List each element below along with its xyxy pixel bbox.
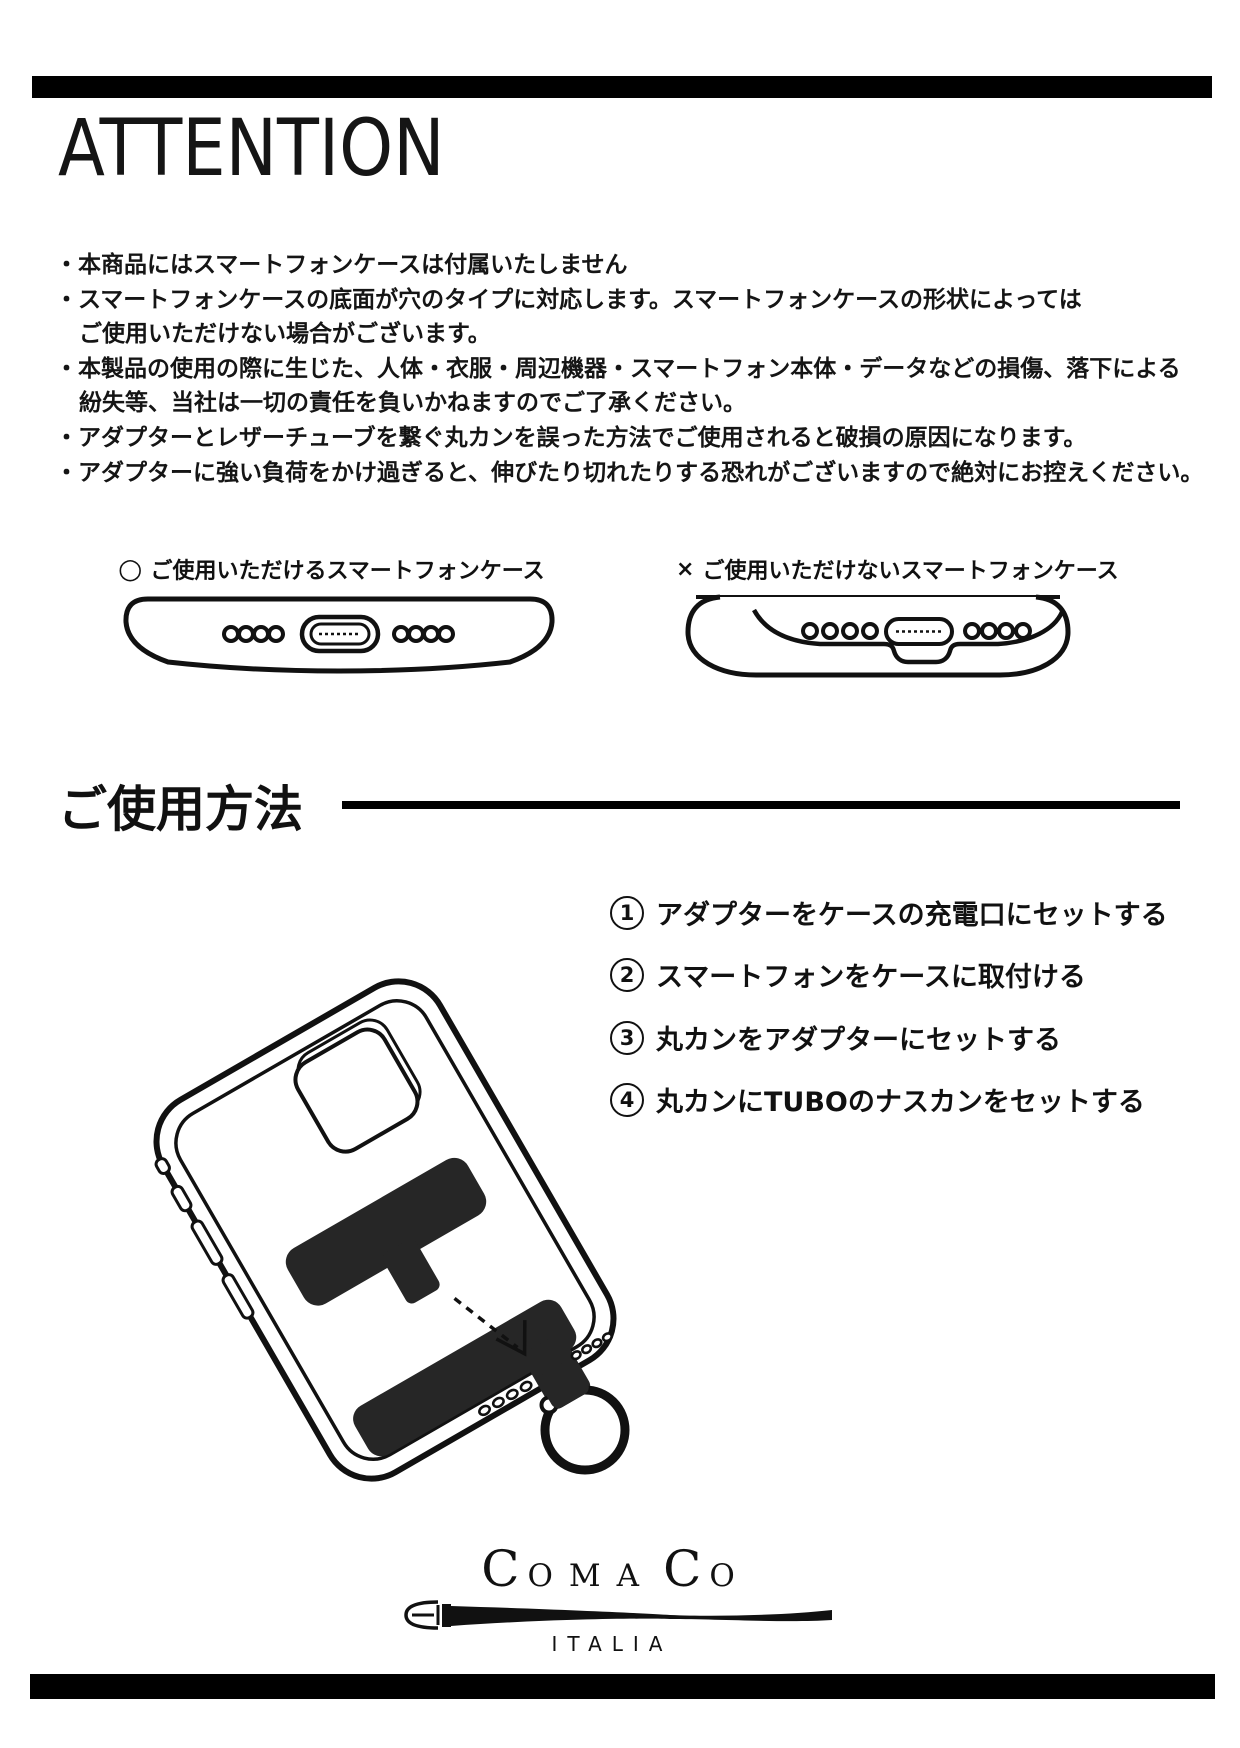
- attention-bullet-continuation: 紛失等、当社は一切の責任を負いかねますのでご了承ください。: [79, 390, 746, 417]
- bottom-divider-bar: [30, 1674, 1215, 1699]
- belt-icon: [404, 1600, 832, 1630]
- usage-heading-rule: [342, 801, 1180, 809]
- attention-bullet: ・本商品にはスマートフォンケースは付属いたしません: [55, 252, 628, 278]
- step-number-circle: 2: [610, 957, 644, 992]
- attention-bullet: ・本製品の使用の際に生じた、人体・衣服・周辺機器・スマートフォン本体・データなど…: [55, 355, 1181, 382]
- usage-step-1: 1 アダプターをケースの充電口にセットする: [610, 893, 1168, 932]
- logo-country-text: ITALIA: [551, 1632, 673, 1656]
- top-divider-bar: [32, 76, 1212, 98]
- unusable-case-label-text: ご使用いただけないスマートフォンケース: [702, 559, 1119, 584]
- logo-letters: OMA: [527, 1558, 656, 1594]
- circle-ok-icon: ○: [118, 552, 143, 585]
- step-text: 丸カンにTUBOのナスカンをセットする: [656, 1087, 1145, 1118]
- attention-bullet: ・スマートフォンケースの底面が穴のタイプに対応します。スマートフォンケースの形状…: [55, 286, 1082, 313]
- step-text: アダプターをケースの充電口にセットする: [656, 900, 1168, 931]
- unusable-case-label: × ご使用いただけないスマートフォンケース: [676, 553, 1119, 585]
- usage-section-heading: ご使用方法: [58, 781, 304, 838]
- cross-ng-icon: ×: [676, 556, 695, 582]
- attention-bullet-continuation: ご使用いただけない場合がございます。: [79, 321, 491, 348]
- usable-case-label: ○ ご使用いただけるスマートフォンケース: [118, 553, 545, 585]
- step-text: 丸カンをアダプターにセットする: [656, 1025, 1061, 1056]
- unusable-case-diagram: [685, 594, 1071, 678]
- phone-case-adapter-diagram: [153, 978, 630, 1482]
- attention-notes: ・本商品にはスマートフォンケースは付属いたしません ・スマートフォンケースの底面…: [55, 248, 1205, 490]
- step-number-circle: 3: [610, 1020, 644, 1055]
- usage-step-2: 2 スマートフォンをケースに取付ける: [610, 955, 1086, 994]
- page-title: ATTENTION: [58, 104, 445, 194]
- step-number-circle: 1: [610, 895, 644, 930]
- usable-case-diagram: [123, 596, 555, 674]
- step-text: スマートフォンをケースに取付ける: [656, 962, 1086, 993]
- usage-step-3: 3 丸カンをアダプターにセットする: [610, 1018, 1061, 1057]
- logo-letter: O: [709, 1558, 751, 1594]
- usable-case-label-text: ご使用いただけるスマートフォンケース: [150, 559, 545, 584]
- logo-letter: C: [481, 1540, 520, 1598]
- step-number-circle: 4: [610, 1082, 644, 1117]
- usage-step-4: 4 丸カンにTUBOのナスカンをセットする: [610, 1080, 1145, 1119]
- attention-bullet: ・アダプターに強い負荷をかけ過ぎると、伸びたり切れたりする恐れがございますので絶…: [55, 459, 1204, 486]
- logo-letter: C: [663, 1540, 702, 1598]
- attention-bullet: ・アダプターとレザーチューブを繋ぐ丸カンを誤った方法でご使用されると破損の原因に…: [55, 424, 1087, 451]
